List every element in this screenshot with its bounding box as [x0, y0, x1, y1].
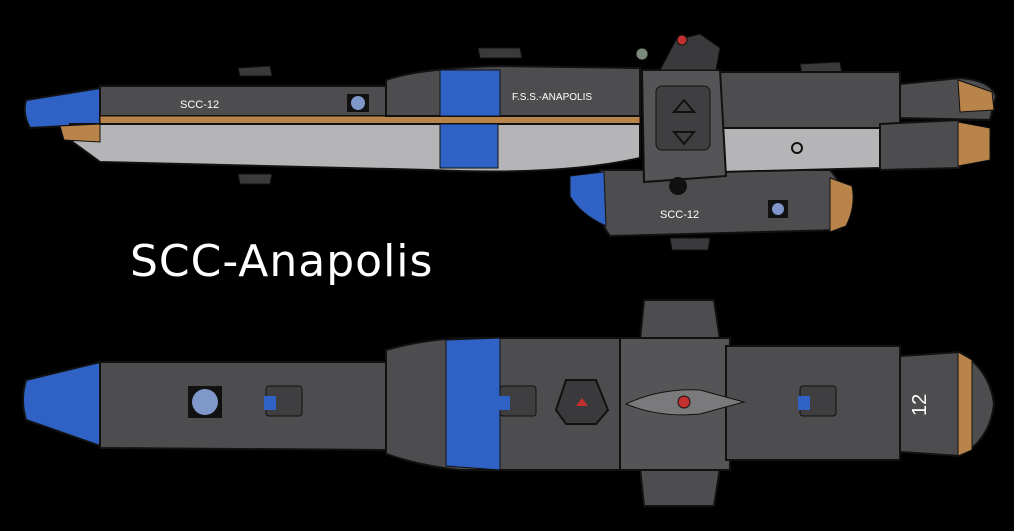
turret-mid [498, 385, 537, 417]
side-view-ship: SCC-12 F.S.S.-ANAPOLIS SCC-12 [23, 33, 998, 251]
turret-forward [264, 385, 303, 417]
turret-aft [798, 385, 837, 417]
hull-number: 12 [909, 394, 931, 416]
hull-name: F.S.S.-ANAPOLIS [512, 92, 592, 103]
globe-emblem-icon [768, 200, 788, 218]
hull-code-forward: SCC-12 [180, 99, 219, 111]
hull-code-lower: SCC-12 [660, 209, 699, 221]
globe-emblem-icon [188, 386, 222, 418]
top-view-ship: 12 [22, 299, 996, 507]
globe-emblem-icon [347, 94, 369, 112]
ship-title: SCC-Anapolis [130, 236, 434, 287]
